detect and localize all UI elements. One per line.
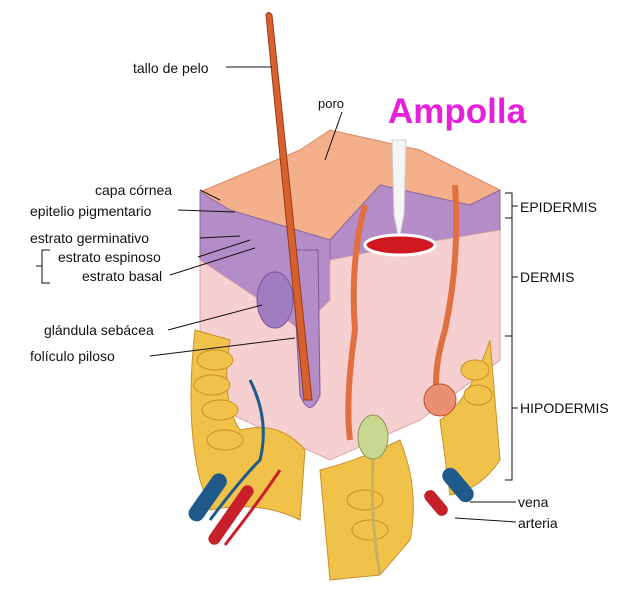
label-pigment-epithelium: epitelio pigmentario	[30, 203, 152, 219]
title-ampolla: Ampolla	[388, 92, 527, 131]
pacinian-corpuscle	[357, 414, 389, 460]
vein-cut-right	[442, 467, 474, 503]
artery-cut	[208, 485, 254, 545]
label-pore: poro	[318, 96, 345, 111]
hair-shaft	[265, 12, 313, 401]
label-stratum-corneum: capa córnea	[95, 182, 173, 198]
label-sebaceous-gland: glándula sebácea	[44, 322, 154, 338]
label-vein: vena	[518, 494, 549, 510]
label-stratum-germinativum: estrato germinativo	[30, 230, 150, 246]
label-stratum-spinosum: estrato espinoso	[58, 249, 161, 265]
sebaceous-gland	[256, 271, 294, 329]
label-epidermis: EPIDERMIS	[520, 199, 598, 215]
hypodermis-fat	[190, 329, 501, 581]
sweat-duct	[345, 204, 368, 441]
leader-lines	[36, 66, 518, 523]
artery-vessel	[223, 469, 282, 546]
nerve	[370, 459, 382, 576]
sweat-gland	[423, 383, 457, 417]
artery-cut-right	[424, 490, 448, 516]
label-artery: arteria	[518, 515, 558, 531]
label-hair-shaft: tallo de pelo	[133, 60, 209, 76]
needle-arrow	[391, 139, 407, 241]
label-hypodermis: HIPODERMIS	[520, 400, 609, 416]
vein-cut	[188, 473, 227, 522]
blister	[363, 233, 437, 257]
label-stratum-basale: estrato basal	[82, 268, 163, 284]
label-dermis: DERMIS	[520, 269, 575, 285]
label-hair-follicle: folículo piloso	[30, 348, 115, 364]
vein-vessel	[208, 379, 265, 521]
